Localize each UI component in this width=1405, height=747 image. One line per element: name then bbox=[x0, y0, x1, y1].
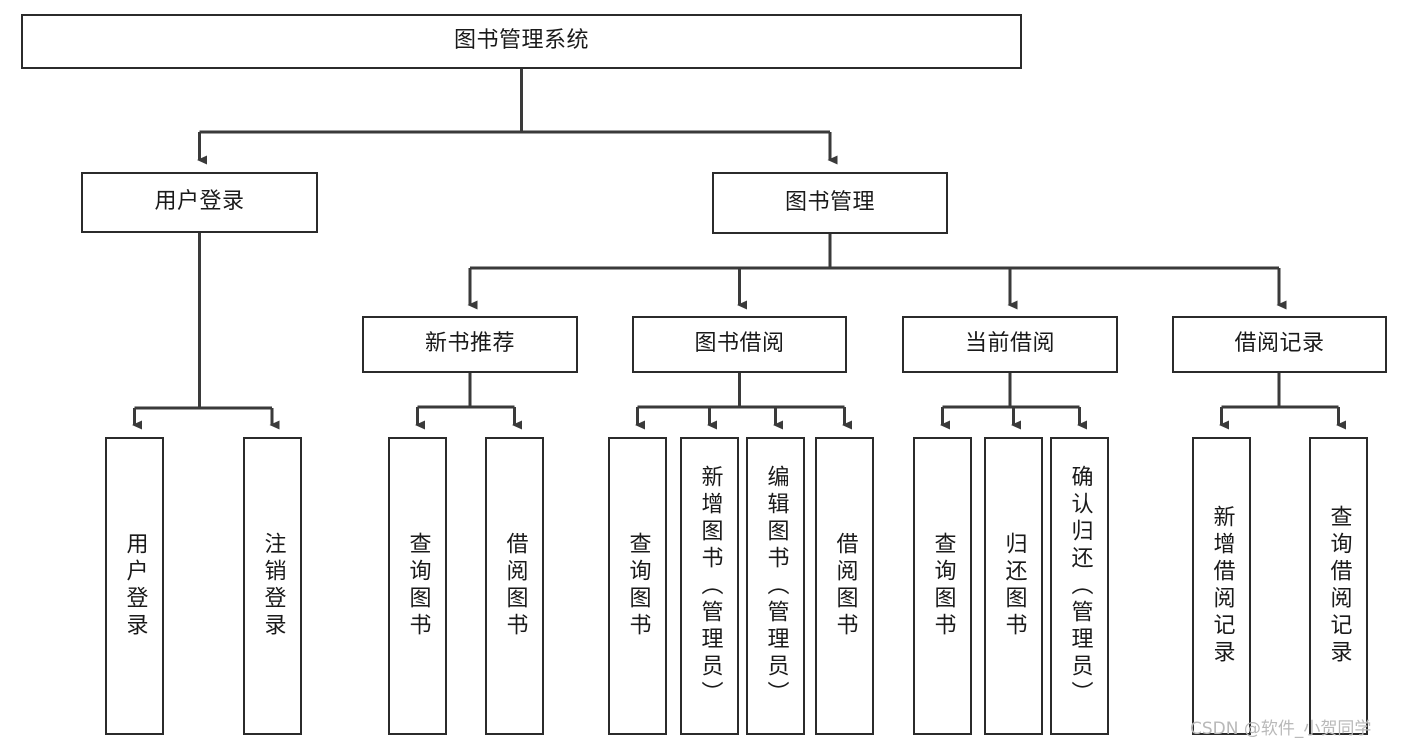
node-book-borrow-label: 图书借阅 bbox=[694, 331, 785, 357]
leaf-user-login-label: 用户登录 bbox=[122, 532, 148, 640]
node-current-borrow-label: 当前借阅 bbox=[964, 331, 1055, 357]
leaf-borrow-query-book[interactable]: 查询图书 bbox=[608, 437, 667, 735]
leaf-recommend-borrow-book[interactable]: 借阅图书 bbox=[485, 437, 544, 735]
node-new-book-recommend[interactable]: 新书推荐 bbox=[362, 316, 578, 373]
node-root-label: 图书管理系统 bbox=[453, 28, 589, 54]
leaf-borrow-borrow-book-label: 借阅图书 bbox=[832, 532, 858, 640]
node-book-borrow[interactable]: 图书借阅 bbox=[632, 316, 847, 373]
leaf-records-add-record[interactable]: 新增借阅记录 bbox=[1192, 437, 1251, 735]
node-book-management[interactable]: 图书管理 bbox=[712, 172, 948, 234]
node-root[interactable]: 图书管理系统 bbox=[21, 14, 1022, 69]
leaf-current-return-book[interactable]: 归还图书 bbox=[984, 437, 1043, 735]
leaf-borrow-edit-book-admin[interactable]: 编辑图书（管理员） bbox=[746, 437, 805, 735]
leaf-current-query-book-label: 查询图书 bbox=[930, 532, 956, 640]
node-borrow-records-label: 借阅记录 bbox=[1234, 331, 1325, 357]
leaf-records-query-record[interactable]: 查询借阅记录 bbox=[1309, 437, 1368, 735]
node-user-login[interactable]: 用户登录 bbox=[81, 172, 318, 233]
leaf-records-add-record-label: 新增借阅记录 bbox=[1209, 505, 1235, 667]
csdn-watermark: CSDN @软件_小贺同学 bbox=[1190, 719, 1372, 739]
leaf-recommend-query-book-label: 查询图书 bbox=[405, 532, 431, 640]
leaf-records-query-record-label: 查询借阅记录 bbox=[1326, 505, 1352, 667]
leaf-borrow-query-book-label: 查询图书 bbox=[625, 532, 651, 640]
leaf-current-query-book[interactable]: 查询图书 bbox=[913, 437, 972, 735]
leaf-borrow-add-book-admin[interactable]: 新增图书（管理员） bbox=[680, 437, 739, 735]
leaf-current-return-book-label: 归还图书 bbox=[1001, 532, 1027, 640]
node-book-management-label: 图书管理 bbox=[784, 189, 875, 215]
node-new-book-recommend-label: 新书推荐 bbox=[424, 331, 515, 357]
node-current-borrow[interactable]: 当前借阅 bbox=[902, 316, 1118, 373]
node-user-login-label: 用户登录 bbox=[154, 189, 245, 215]
leaf-recommend-query-book[interactable]: 查询图书 bbox=[388, 437, 447, 735]
leaf-user-logout[interactable]: 注销登录 bbox=[243, 437, 302, 735]
leaf-user-logout-label: 注销登录 bbox=[260, 532, 286, 640]
leaf-borrow-edit-book-admin-label: 编辑图书（管理员） bbox=[763, 464, 789, 708]
leaf-borrow-borrow-book[interactable]: 借阅图书 bbox=[815, 437, 874, 735]
leaf-current-confirm-return-admin[interactable]: 确认归还（管理员） bbox=[1050, 437, 1109, 735]
leaf-recommend-borrow-book-label: 借阅图书 bbox=[502, 532, 528, 640]
node-borrow-records[interactable]: 借阅记录 bbox=[1172, 316, 1387, 373]
leaf-current-confirm-return-admin-label: 确认归还（管理员） bbox=[1067, 464, 1093, 708]
leaf-borrow-add-book-admin-label: 新增图书（管理员） bbox=[697, 464, 723, 708]
leaf-user-login[interactable]: 用户登录 bbox=[105, 437, 164, 735]
